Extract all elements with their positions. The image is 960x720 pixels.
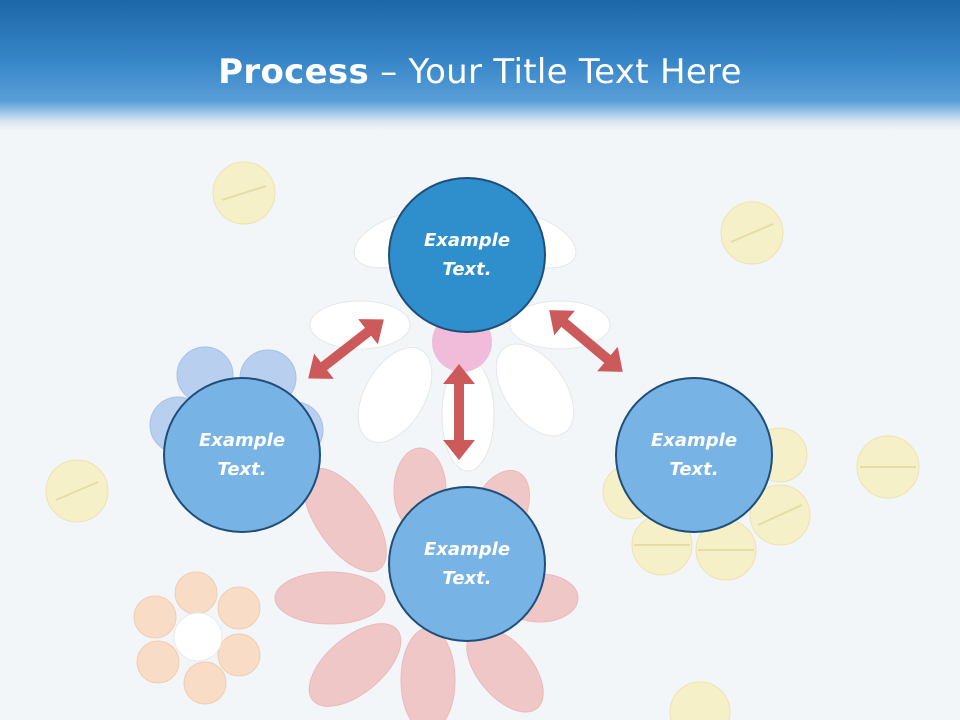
node-right-line1: Example [650,430,738,451]
slide-title: Process – Your Title Text Here [0,52,960,92]
title-bar [0,0,960,130]
arrow-top-right [549,310,623,372]
node-left-line2: Text. [217,459,267,480]
node-left-line1: Example [198,430,286,451]
node-bottom-line1: Example [423,539,511,560]
node-top-line2: Text. [442,259,492,280]
arrow-top-left [308,319,384,379]
arrow-vertical [443,364,475,460]
title-bold: Process [218,52,370,92]
title-rest: – Your Title Text Here [369,52,742,92]
node-top-line1: Example [423,230,511,251]
node-bottom-line2: Text. [442,568,492,589]
node-right-line2: Text. [669,459,719,480]
